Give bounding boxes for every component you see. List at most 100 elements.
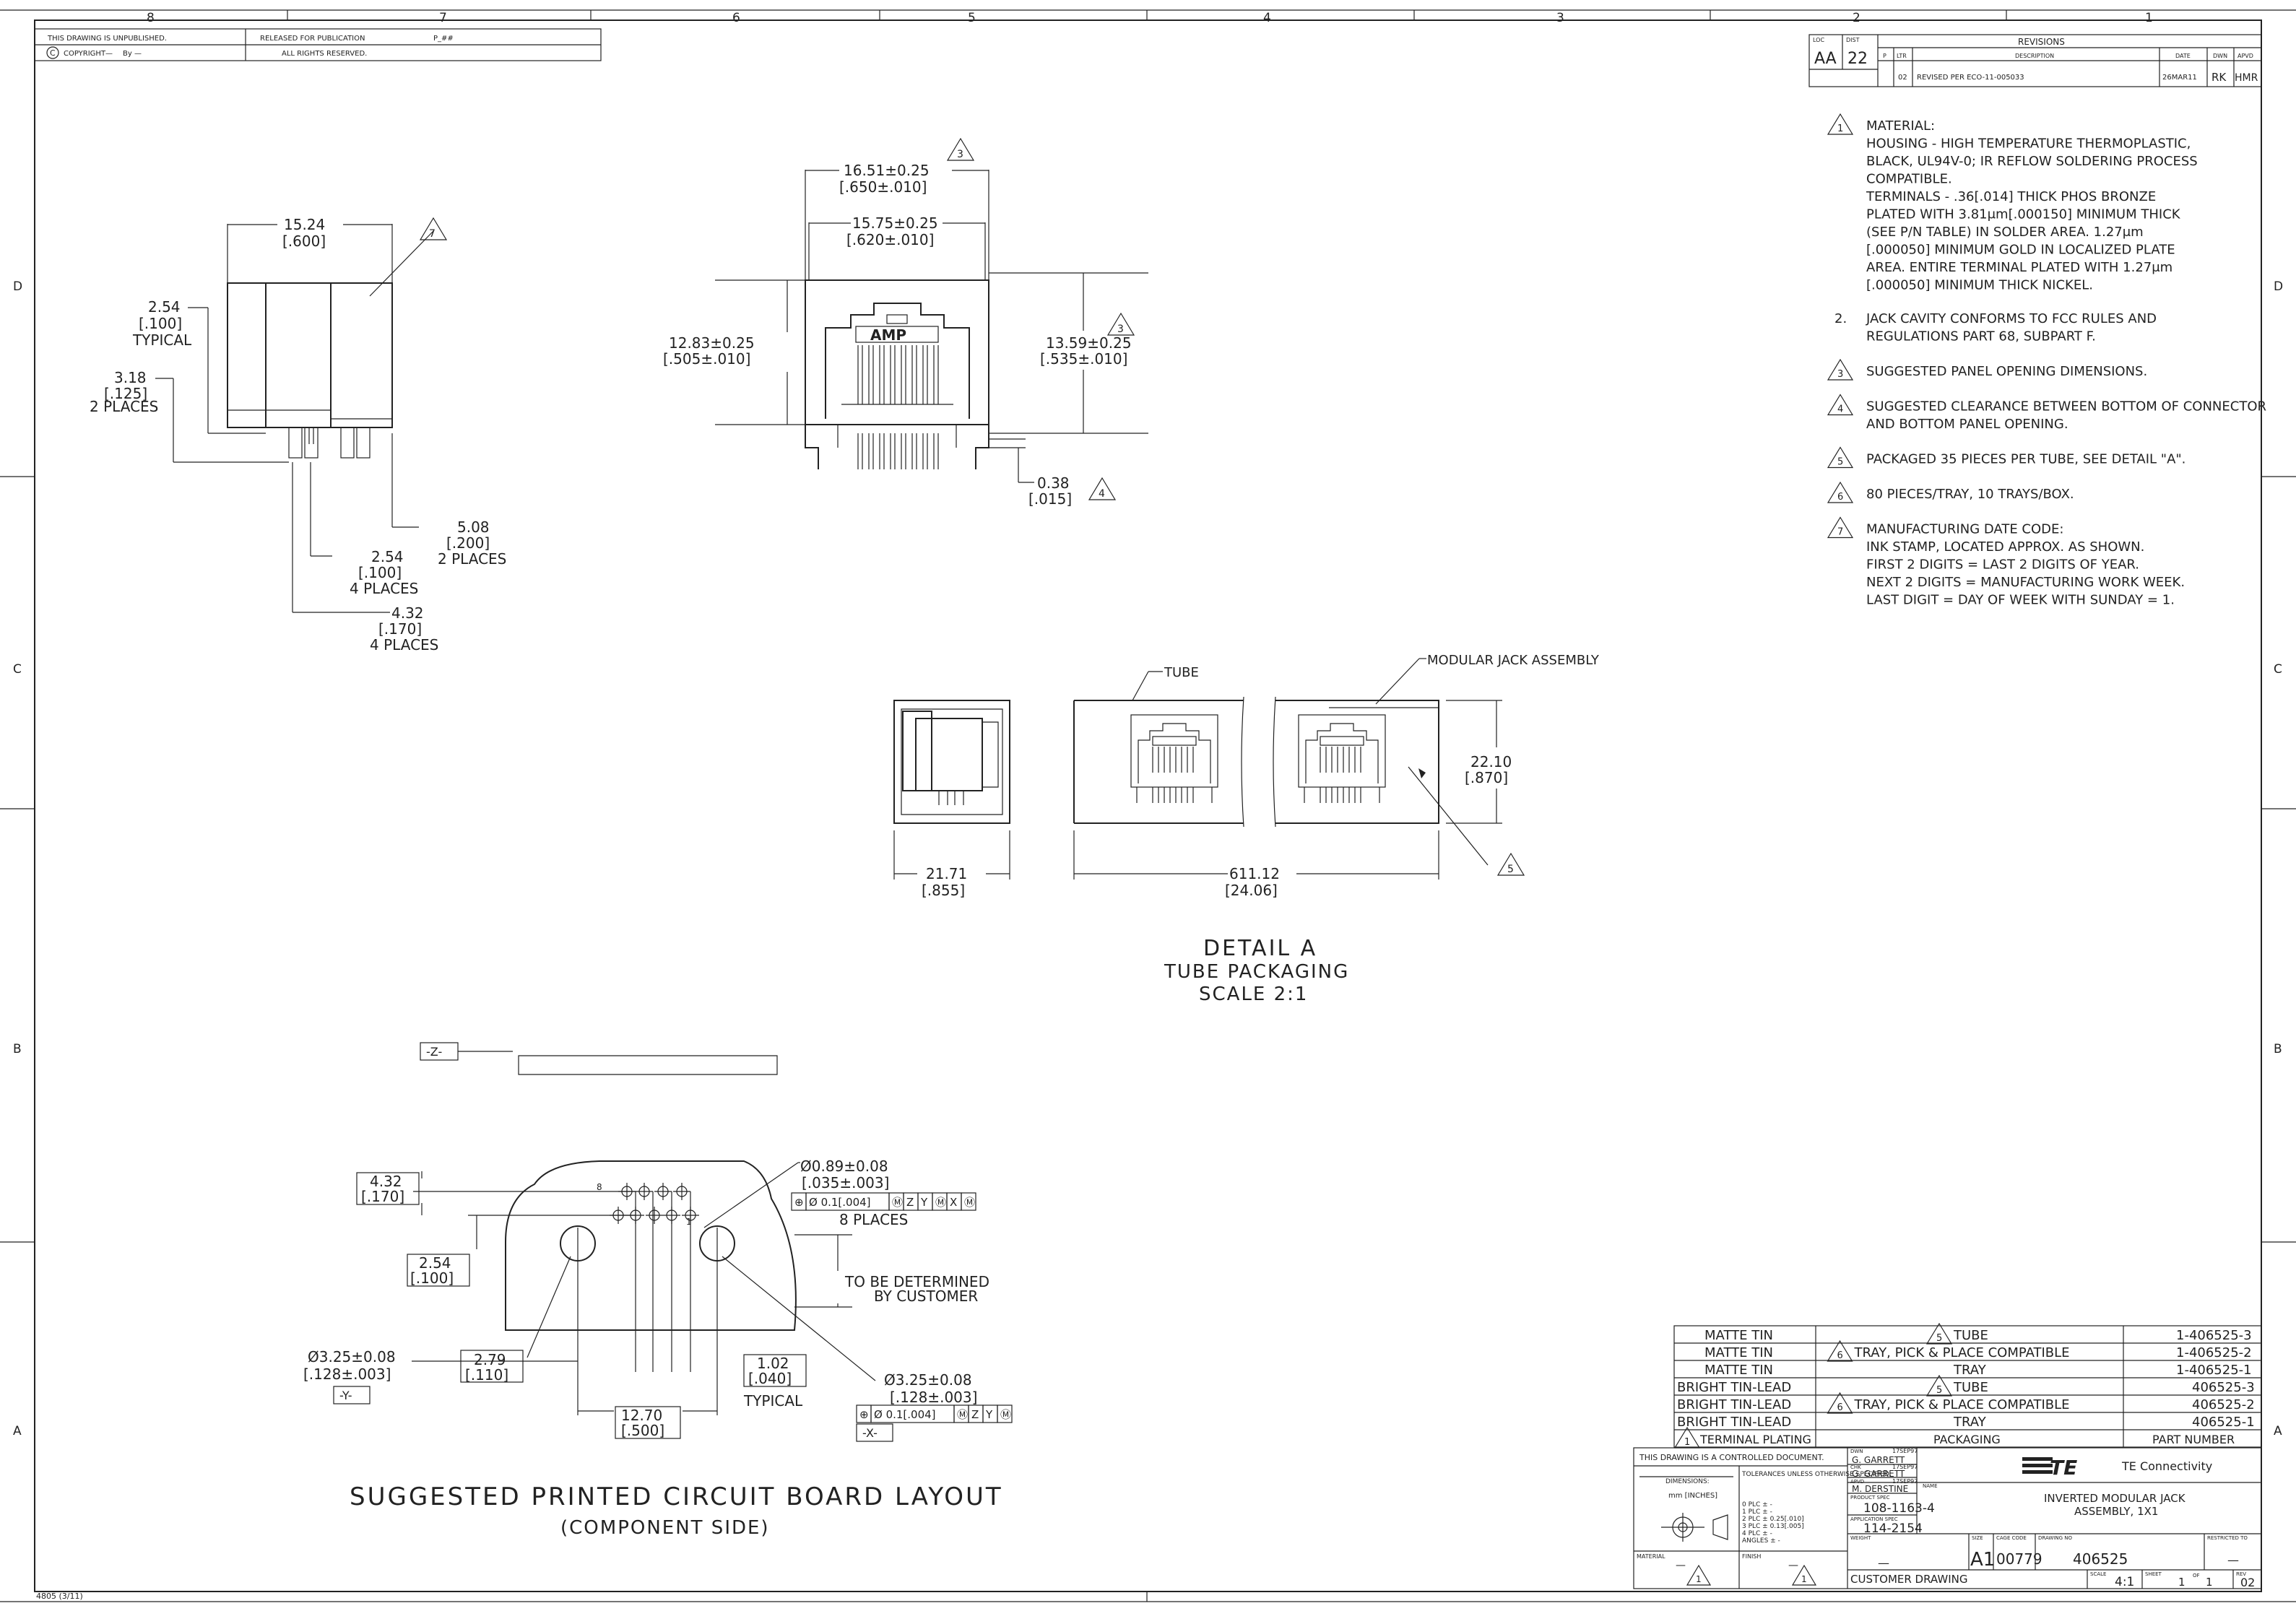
post-right-in: [.128±.003]: [890, 1389, 977, 1406]
pn-plating: MATTE TIN: [1704, 1345, 1773, 1360]
zone-b-right: B: [2274, 1042, 2282, 1056]
unpublished-note: THIS DRAWING IS UNPUBLISHED.: [47, 35, 167, 43]
detail-a: TUBE MODULAR JACK ASSEMBLY 21.71 [.855] …: [893, 653, 1600, 1005]
col-ltr: LTR: [1897, 53, 1907, 59]
svg-text:[.170]: [.170]: [361, 1188, 404, 1205]
title-block: THIS DRAWING IS A CONTROLLED DOCUMENT. D…: [1633, 1447, 2262, 1589]
note-line: TERMINALS - .36[.014] THICK PHOS BRONZE: [1866, 189, 2156, 204]
dwn-name: G. GARRETT: [1852, 1455, 1905, 1465]
revisions-title: REVISIONS: [2018, 37, 2065, 47]
sheet-of: OF: [2193, 1573, 2200, 1579]
released-by: P_##: [433, 35, 454, 43]
svg-text:2.54: 2.54: [419, 1254, 451, 1272]
form-number: 4805 (3/11): [36, 1592, 83, 1601]
col-date: DATE: [2175, 53, 2191, 59]
svg-text:4: 4: [1099, 488, 1105, 500]
fcf-cell: Ⓜ: [964, 1196, 975, 1209]
side-d1-note: 2 PLACES: [438, 550, 506, 568]
dim-label: DIMENSIONS:: [1665, 1478, 1710, 1485]
svg-text:3: 3: [957, 149, 963, 160]
assy-label: MODULAR JACK ASSEMBLY: [1427, 653, 1600, 668]
pn-flag: 6: [1827, 1391, 1853, 1414]
pn-header-plating: TERMINAL PLATING: [1699, 1433, 1811, 1446]
side-post-mm: 3.18: [114, 369, 147, 386]
note-line: PACKAGED 35 PIECES PER TUBE, SEE DETAIL …: [1866, 452, 2185, 467]
flag-7-side: 7: [419, 217, 448, 240]
note-flag-5: 5: [1827, 446, 1854, 469]
rev-date: 26MAR11: [2162, 74, 2197, 82]
post-left-in: [.128±.003]: [303, 1365, 391, 1383]
svg-text:3: 3: [1117, 324, 1124, 335]
zone-3: 3: [1556, 11, 1564, 25]
tol-row-2: 2 PLC ± 0.25[.010]: [1742, 1516, 1804, 1523]
apvd-date: 17SEP97: [1892, 1478, 1918, 1485]
note-line: NEXT 2 DIGITS = MANUFACTURING WORK WEEK.: [1866, 575, 2185, 590]
side-post-note: 2 PLACES: [90, 398, 158, 415]
zone-8: 8: [147, 11, 155, 25]
fcf-cell: Z: [906, 1196, 914, 1209]
svg-text:5: 5: [1507, 864, 1514, 875]
pcb-subtitle: (COMPONENT SIDE): [560, 1517, 770, 1539]
front-right-mm: 13.59±0.25: [1046, 334, 1132, 352]
flag-3-right: 3: [1106, 312, 1135, 336]
pn-packaging: TRAY: [1953, 1415, 1987, 1430]
sheet-border: 8 7 6 5 4 3 2 1 D C B A D C B A 4805 (3/…: [0, 9, 2296, 1602]
pn-flag: 6: [1827, 1339, 1853, 1362]
fcf-cell: Y: [920, 1196, 928, 1209]
header-box: THIS DRAWING IS UNPUBLISHED. RELEASED FO…: [34, 28, 602, 61]
fcf-cell: Ⓜ: [1000, 1408, 1011, 1421]
svg-text:4: 4: [1837, 404, 1843, 415]
tbd-line-2: BY CUSTOMER: [874, 1288, 978, 1305]
post-left-dia: Ø3.25±0.08: [308, 1348, 396, 1365]
front-inner-in: [.620±.010]: [846, 231, 934, 248]
note-line: LAST DIGIT = DAY OF WEEK WITH SUNDAY = 1…: [1866, 593, 2175, 608]
rev-desc: REVISED PER ECO-11-005033: [1917, 74, 2024, 82]
col-p: P: [1883, 53, 1886, 59]
sheet-total: 1: [2206, 1576, 2213, 1589]
note-line: JACK CAVITY CONFORMS TO FCC RULES AND: [1866, 311, 2157, 326]
side-d1-in: [.200]: [446, 534, 490, 552]
dim-box-12-70: 12.70 [.500]: [615, 1406, 681, 1439]
svg-text:TE: TE: [2050, 1456, 2077, 1480]
datum-y: -Y-: [333, 1386, 371, 1404]
prod-spec-label: PRODUCT SPEC: [1850, 1495, 1890, 1501]
te-logo: TE: [2022, 1456, 2077, 1480]
tube-len-mm: 611.12: [1229, 865, 1280, 882]
prod-spec: 108-1163-4: [1863, 1501, 1935, 1516]
pn-plating: BRIGHT TIN-LEAD: [1677, 1415, 1791, 1430]
projection-icon: [1661, 1513, 1728, 1542]
front-left-mm: 12.83±0.25: [669, 334, 755, 352]
side-d2-note: 4 PLACES: [350, 580, 418, 597]
dist-label: DIST: [1846, 37, 1860, 43]
copyright-by: By —: [123, 50, 142, 58]
dim-units: mm [INCHES]: [1668, 1492, 1717, 1500]
dim-box-4-32: 4.32 [.170]: [356, 1172, 420, 1205]
zone-a-left: A: [13, 1424, 22, 1438]
pn-packaging: TRAY, PICK & PLACE COMPATIBLE: [1854, 1397, 2070, 1412]
fcf-cell: ⊕: [794, 1196, 804, 1209]
col-dwn: DWN: [2213, 53, 2227, 59]
tube-len-in: [24.06]: [1225, 882, 1278, 899]
pn-flag: 5: [1925, 1374, 1953, 1397]
tol-row-4: 4 PLC ± -: [1742, 1530, 1772, 1537]
weight-label: WEIGHT: [1850, 1535, 1871, 1541]
front-clear-mm: 0.38: [1037, 474, 1070, 492]
note-line: HOUSING - HIGH TEMPERATURE THERMOPLASTIC…: [1866, 136, 2191, 152]
rights-note: ALL RIGHTS RESERVED.: [282, 50, 367, 58]
name-label: NAME: [1923, 1483, 1938, 1489]
svg-text:2.79: 2.79: [474, 1351, 506, 1368]
datum-x: -X-: [856, 1423, 893, 1442]
svg-text:7: 7: [1837, 527, 1843, 538]
pn-header-part-number: PART NUMBER: [2152, 1433, 2235, 1446]
post-right-dia: Ø3.25±0.08: [884, 1371, 972, 1389]
pin-8-mark: 8: [597, 1182, 602, 1192]
hole-places: 8 PLACES: [839, 1211, 908, 1228]
note-line: (SEE P/N TABLE) IN SOLDER AREA. 1.27μm: [1866, 225, 2144, 240]
note-2: 2.JACK CAVITY CONFORMS TO FCC RULES ANDR…: [1834, 311, 2157, 344]
svg-text:5: 5: [1837, 457, 1843, 468]
